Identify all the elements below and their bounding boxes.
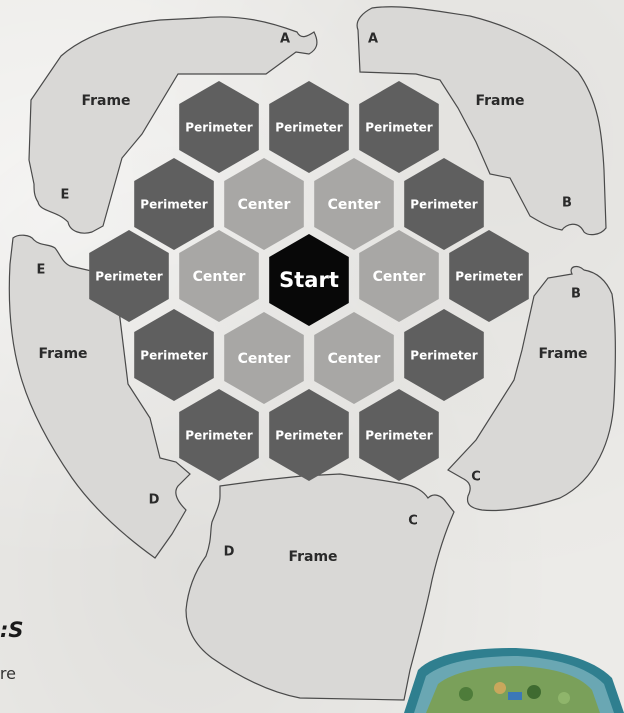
hex-label-perimeter-7: Perimeter [95, 270, 162, 284]
frame-label-top-right: Frame [475, 93, 524, 109]
connector-label-c-bottom: C [408, 514, 418, 529]
hex-label-center-10: Center [373, 269, 426, 285]
frame-label-bottom: Frame [288, 549, 337, 565]
hex-label-center-8: Center [193, 269, 246, 285]
hex-label-perimeter-1: Perimeter [275, 121, 342, 135]
section-heading-fragment: S: [0, 618, 30, 642]
connector-label-e-top: E [61, 188, 70, 203]
hex-label-center-4: Center [238, 197, 291, 213]
frame-label-top-left: Frame [81, 93, 130, 109]
game-board-thumbnail [396, 648, 624, 713]
hex-label-center-5: Center [328, 197, 381, 213]
hex-label-perimeter-12: Perimeter [140, 349, 207, 363]
connector-label-e-left: E [37, 263, 46, 278]
hex-label-perimeter-11: Perimeter [455, 270, 522, 284]
hex-label-perimeter-2: Perimeter [365, 121, 432, 135]
connector-label-b-right: B [571, 287, 581, 302]
hex-label-perimeter-15: Perimeter [410, 349, 477, 363]
hex-label-perimeter-6: Perimeter [410, 198, 477, 212]
frame-label-right: Frame [538, 346, 587, 362]
body-text-fragment: re [0, 664, 16, 683]
hex-label-start-9: Start [279, 268, 339, 292]
hex-label-perimeter-0: Perimeter [185, 121, 252, 135]
hex-label-center-13: Center [238, 351, 291, 367]
connector-label-d-bottom: D [224, 545, 235, 560]
connector-label-a-right: A [368, 32, 378, 47]
hex-label-center-14: Center [328, 351, 381, 367]
hex-label-perimeter-16: Perimeter [185, 429, 252, 443]
connector-label-c-right: C [471, 470, 481, 485]
hex-label-perimeter-17: Perimeter [275, 429, 342, 443]
hex-label-perimeter-3: Perimeter [140, 198, 207, 212]
hex-label-perimeter-18: Perimeter [365, 429, 432, 443]
connector-label-d-left: D [149, 493, 160, 508]
connector-label-a-left: A [280, 32, 290, 47]
frame-label-left: Frame [38, 346, 87, 362]
connector-label-b-top: B [562, 196, 572, 211]
